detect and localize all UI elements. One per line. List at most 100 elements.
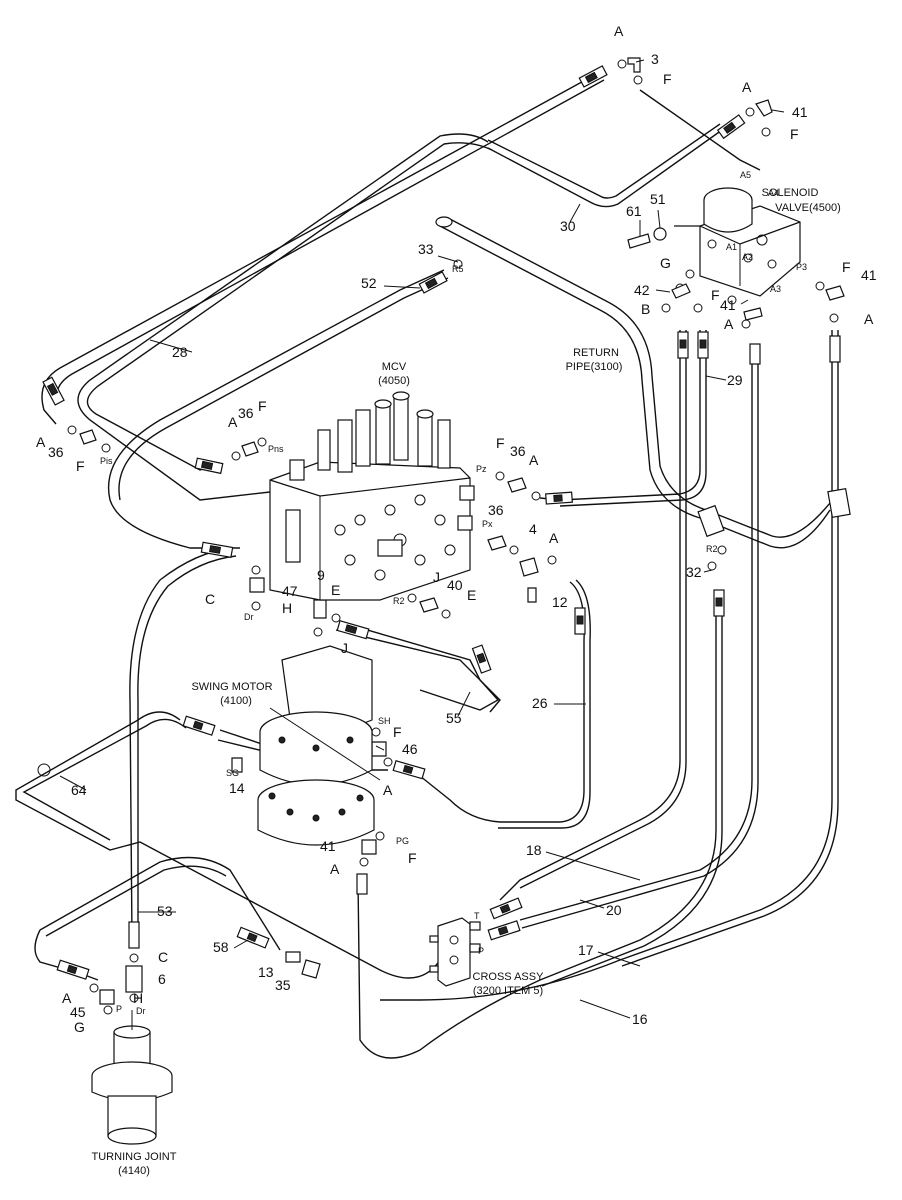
hose-loop-b bbox=[86, 142, 493, 471]
callout-n36b: 36 bbox=[48, 444, 64, 460]
mcv-block bbox=[269, 391, 475, 601]
pipe-30-a bbox=[639, 89, 761, 171]
hose-26-b bbox=[498, 579, 591, 829]
letter-f5: F bbox=[258, 398, 267, 414]
pipe-30-c bbox=[487, 123, 721, 199]
letter-a6: A bbox=[36, 434, 46, 450]
return-pipe-flange bbox=[435, 216, 851, 538]
callout-n32: 32 bbox=[686, 564, 702, 580]
hose-17 bbox=[380, 330, 833, 1001]
callout-n29: 29 bbox=[727, 372, 743, 388]
callout-n36a: 36 bbox=[238, 405, 254, 421]
letter-f7: F bbox=[496, 435, 505, 451]
port-p2: P bbox=[116, 1004, 122, 1014]
callout-n53: 53 bbox=[157, 903, 173, 919]
letter-h2: H bbox=[133, 990, 143, 1006]
callout-n20: 20 bbox=[606, 902, 622, 918]
letter-j1: J bbox=[433, 569, 440, 585]
mcv-caption-1: MCV bbox=[382, 361, 407, 373]
swing-motor-caption-1: SWING MOTOR bbox=[191, 681, 272, 693]
port-p: P bbox=[478, 946, 484, 956]
hose-20-b bbox=[521, 360, 759, 929]
return-pipe-caption-2: PIPE(3100) bbox=[566, 361, 623, 373]
cross-assy bbox=[429, 917, 481, 987]
callout-n45: 45 bbox=[70, 1004, 86, 1020]
callout-n28: 28 bbox=[172, 344, 188, 360]
hose-16 bbox=[357, 590, 717, 1059]
callout-n3: 3 bbox=[651, 51, 659, 67]
callout-n36c: 36 bbox=[510, 443, 526, 459]
letter-e2: E bbox=[467, 587, 476, 603]
port-pg: PG bbox=[396, 836, 409, 846]
port-dr1: Dr bbox=[244, 612, 254, 622]
callout-n16: 16 bbox=[632, 1011, 648, 1027]
callout-n18: 18 bbox=[526, 842, 542, 858]
callout-n51: 51 bbox=[650, 191, 666, 207]
letter-h1: H bbox=[282, 600, 292, 616]
cross-assy-caption-2: (3200 ITEM 5) bbox=[473, 985, 543, 997]
letter-a9: A bbox=[383, 782, 393, 798]
port-sh: SH bbox=[378, 716, 391, 726]
port-a5: A5 bbox=[740, 170, 751, 180]
letter-a8: A bbox=[549, 530, 559, 546]
port-sg: SG bbox=[226, 768, 239, 778]
letter-a11: A bbox=[62, 990, 72, 1006]
return-pipe-a bbox=[439, 225, 831, 549]
small-parts bbox=[37, 57, 845, 1015]
letter-g1: G bbox=[660, 255, 671, 271]
callout-n6: 6 bbox=[158, 971, 166, 987]
swing-motor bbox=[257, 645, 381, 846]
callout-n64: 64 bbox=[71, 782, 87, 798]
port-px: Px bbox=[482, 519, 493, 529]
callout-n13: 13 bbox=[258, 964, 274, 980]
port-a2: A2 bbox=[742, 252, 753, 262]
return-pipe-caption-1: RETURN bbox=[573, 347, 619, 359]
turning-joint-caption-1: TURNING JOINT bbox=[92, 1151, 177, 1163]
letter-a10: A bbox=[330, 861, 340, 877]
callout-n40: 40 bbox=[447, 577, 463, 593]
port-a1: A1 bbox=[726, 242, 737, 252]
port-r2b: R2 bbox=[706, 544, 718, 554]
letter-g2: G bbox=[74, 1019, 85, 1035]
letter-f3: F bbox=[711, 287, 720, 303]
turning-joint-caption-2: (4140) bbox=[118, 1165, 150, 1177]
hose-18 bbox=[499, 330, 681, 901]
callout-n35: 35 bbox=[275, 977, 291, 993]
solenoid-caption-1: SOLENOID bbox=[762, 187, 819, 199]
port-a4: A4 bbox=[768, 188, 779, 198]
callout-n9: 9 bbox=[317, 567, 325, 583]
callout-n26: 26 bbox=[532, 695, 548, 711]
letter-f6: F bbox=[76, 458, 85, 474]
port-t: T bbox=[474, 911, 480, 921]
callout-n30: 30 bbox=[560, 218, 576, 234]
port-r5: R5 bbox=[452, 264, 464, 274]
port-p3: P3 bbox=[796, 262, 807, 272]
port-dr2: Dr bbox=[136, 1006, 146, 1016]
callout-n33: 33 bbox=[418, 241, 434, 257]
callout-n58: 58 bbox=[213, 939, 229, 955]
component-captions: SOLENOID VALVE(4500) RETURN PIPE(3100) M… bbox=[92, 187, 841, 1177]
solenoid-caption-2: VALVE(4500) bbox=[775, 202, 841, 214]
port-pz: Pz bbox=[476, 464, 487, 474]
letter-a5: A bbox=[228, 414, 238, 430]
hose-29 bbox=[539, 330, 701, 501]
hose-58-b bbox=[39, 856, 281, 951]
letter-a2: A bbox=[742, 79, 752, 95]
hose-28-b bbox=[55, 79, 605, 405]
mcv-caption-2: (4050) bbox=[378, 375, 410, 387]
hose-53 bbox=[129, 547, 233, 941]
hose-fittings bbox=[42, 65, 841, 980]
hose-58 bbox=[34, 929, 99, 981]
cross-assy-caption-1: CROSS ASSY bbox=[473, 971, 545, 983]
callout-n61: 61 bbox=[626, 203, 642, 219]
swing-motor-caption-2: (4100) bbox=[220, 695, 252, 707]
letter-f1: F bbox=[663, 71, 672, 87]
port-r2a: R2 bbox=[393, 596, 405, 606]
hose-58-c bbox=[45, 865, 227, 937]
solenoid-valve bbox=[627, 187, 801, 297]
turning-joint bbox=[91, 1010, 173, 1145]
port-labels: A5 A4 A1 A2 A3 P3 R5 Pns Pis Pz Px R2 R2… bbox=[100, 170, 807, 1016]
